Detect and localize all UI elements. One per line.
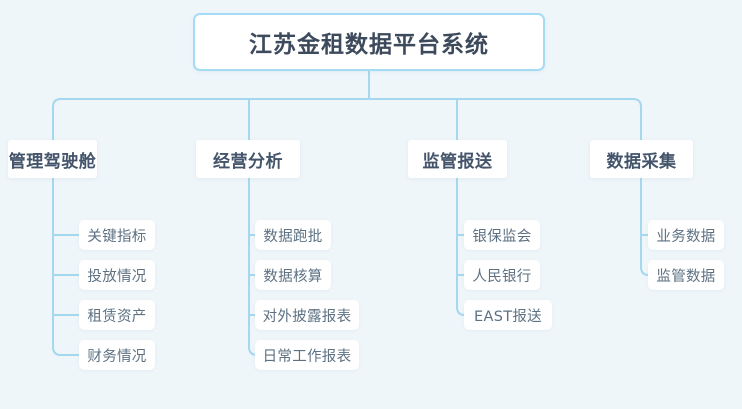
leaf-node-1-2[interactable]: 对外披露报表 [255,300,359,330]
leaf-node-2-0-label: 银保监会 [472,228,532,245]
leaf-node-2-0[interactable]: 银保监会 [464,220,540,250]
leaf-node-3-0-label: 业务数据 [656,228,716,245]
root-node-label: 江苏金租数据平台系统 [249,32,489,58]
leaf-node-1-1-label: 数据核算 [263,268,323,285]
leaf-node-1-3[interactable]: 日常工作报表 [255,340,359,370]
leaf-node-2-1-label: 人民银行 [472,268,532,285]
branch-node-0[interactable]: 管理驾驶舱 [8,140,97,178]
leaf-node-0-0-label: 关键指标 [87,228,147,245]
branch-node-1[interactable]: 经营分析 [196,140,300,178]
branch-node-2-label: 监管报送 [422,151,493,172]
branch-node-2[interactable]: 监管报送 [408,140,507,178]
root-node[interactable]: 江苏金租数据平台系统 [193,13,545,71]
leaf-node-0-2[interactable]: 租赁资产 [79,300,155,330]
branch-bus [52,98,642,138]
branch-node-3[interactable]: 数据采集 [590,140,693,178]
leaf-node-3-1[interactable]: 监管数据 [648,260,724,290]
leaf-spine-0 [52,177,80,356]
leaf-node-1-2-label: 对外披露报表 [262,308,352,325]
leaf-node-3-1-label: 监管数据 [656,268,716,285]
leaf-node-0-3-label: 财务情况 [87,348,147,365]
leaf-node-1-1[interactable]: 数据核算 [255,260,331,290]
leaf-node-1-0-label: 数据跑批 [263,228,323,245]
leaf-node-3-0[interactable]: 业务数据 [648,220,724,250]
leaf-node-2-2-label: EAST报送 [474,308,542,325]
leaf-node-0-3[interactable]: 财务情况 [79,340,155,370]
leaf-node-0-1[interactable]: 投放情况 [79,260,155,290]
leaf-node-2-1[interactable]: 人民银行 [464,260,540,290]
leaf-node-0-0[interactable]: 关键指标 [79,220,155,250]
leaf-node-0-2-label: 租赁资产 [87,308,147,325]
leaf-node-1-0[interactable]: 数据跑批 [255,220,331,250]
leaf-node-0-1-label: 投放情况 [87,268,147,285]
branch-node-0-label: 管理驾驶舱 [8,151,97,172]
branch-node-1-label: 经营分析 [213,151,283,172]
leaf-node-1-3-label: 日常工作报表 [262,348,352,365]
leaf-node-2-2[interactable]: EAST报送 [464,300,552,330]
branch-node-3-label: 数据采集 [606,151,677,172]
